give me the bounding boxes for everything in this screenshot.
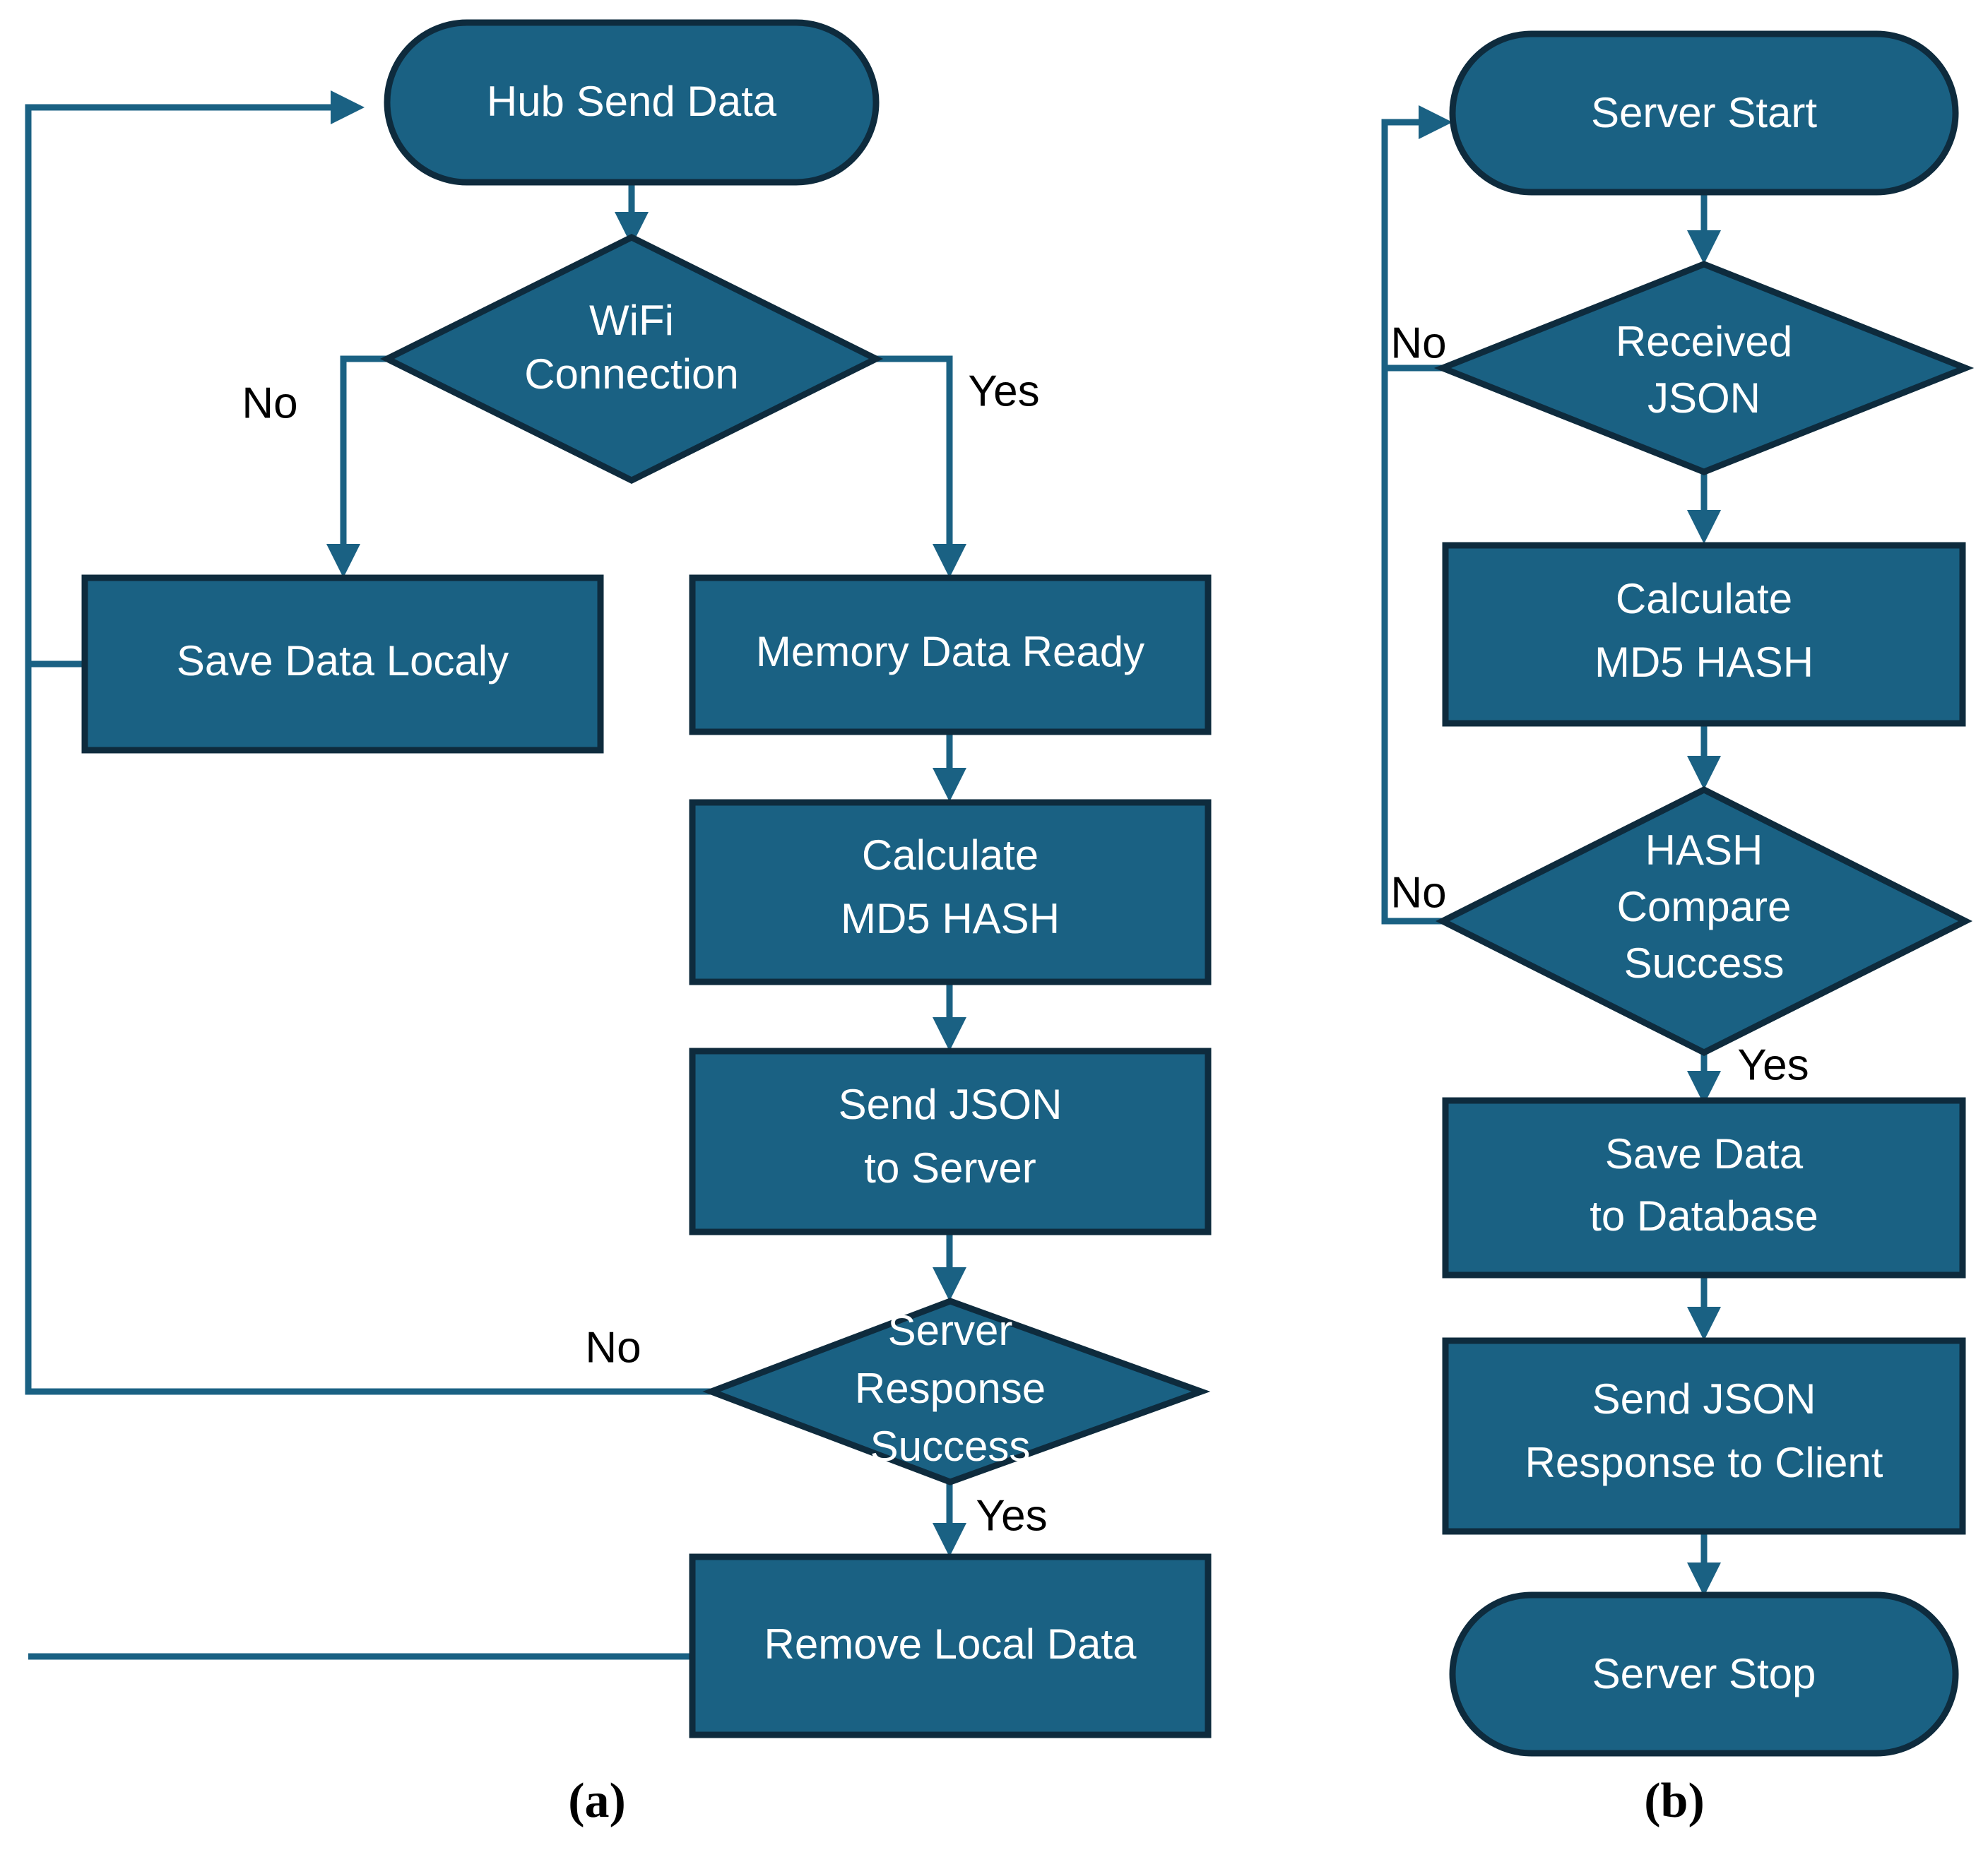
node-hash-compare-success[interactable]: HASH Compare Success bbox=[1435, 785, 1973, 1057]
edge-savedb-to-sendjson bbox=[1687, 1275, 1721, 1341]
node-label-calculate-b-line1: Calculate bbox=[1616, 575, 1792, 622]
node-label-sendjson-b-line2: Response to Client bbox=[1525, 1439, 1883, 1486]
panel-b-caption: (b) bbox=[1644, 1774, 1705, 1828]
node-server-response-success[interactable]: Server Response Success bbox=[702, 1298, 1211, 1486]
edge-hashcompare-no-loopback bbox=[1381, 368, 1443, 925]
edge-calculate-to-sendjson bbox=[933, 982, 966, 1051]
node-send-json-to-server[interactable]: Send JSON to Server bbox=[689, 1048, 1212, 1235]
node-label-calculate-b-line2: MD5 HASH bbox=[1594, 639, 1814, 686]
edge-hashcompare-yes-savedb bbox=[1687, 1053, 1721, 1105]
node-label-sendjson-a-line1: Send JSON bbox=[839, 1081, 1063, 1128]
node-server-start[interactable]: Server Start bbox=[1449, 30, 1959, 196]
node-label-calculate-a-line1: Calculate bbox=[862, 831, 1039, 879]
panel-b: back to Server Start --> back to Server … bbox=[1381, 30, 1975, 1828]
node-label-savedb-line2: to Database bbox=[1590, 1192, 1818, 1240]
edge-label-serverresponse-no: No bbox=[585, 1323, 641, 1372]
node-hub-send-data[interactable]: Hub Send Data bbox=[384, 19, 880, 186]
edge-memory-to-calculate bbox=[933, 732, 966, 802]
node-label-server-start: Server Start bbox=[1591, 89, 1817, 136]
edge-label-recvjson-no: No bbox=[1390, 319, 1446, 367]
edge-label-hashcompare-no: No bbox=[1390, 868, 1446, 917]
node-label-remove-local-data: Remove Local Data bbox=[764, 1620, 1137, 1668]
node-label-serverresponse-line3: Success bbox=[870, 1423, 1031, 1470]
node-label-recvjson-line2: JSON bbox=[1647, 374, 1761, 422]
node-label-wifi-line1: WiFi bbox=[589, 297, 674, 344]
edge-label-serverresponse-yes: Yes bbox=[976, 1491, 1047, 1540]
node-label-recvjson-line1: Received bbox=[1616, 318, 1792, 365]
edge-sendjson-to-serverstop bbox=[1687, 1531, 1721, 1596]
node-wifi-connection[interactable]: WiFi Connection bbox=[379, 233, 884, 485]
node-save-data-to-database[interactable]: Save Data to Database bbox=[1442, 1097, 1966, 1279]
node-label-save-data-localy: Save Data Localy bbox=[177, 637, 509, 684]
node-calculate-md5-b[interactable]: Calculate MD5 HASH bbox=[1442, 542, 1966, 727]
node-label-memory-data-ready: Memory Data Ready bbox=[756, 628, 1144, 675]
edge-hub-to-wifi bbox=[615, 182, 649, 246]
node-label-savedb-line1: Save Data bbox=[1605, 1130, 1804, 1178]
node-send-json-response-client[interactable]: Send JSON Response to Client bbox=[1442, 1337, 1966, 1535]
node-label-hashcompare-line3: Success bbox=[1624, 939, 1785, 987]
panel-a: Save Data Localy --> Memory Data Ready -… bbox=[25, 19, 1212, 1828]
node-memory-data-ready[interactable]: Memory Data Ready bbox=[689, 574, 1212, 735]
node-received-json[interactable]: Received JSON bbox=[1433, 261, 1975, 475]
edge-recvjson-no-loopback bbox=[1381, 105, 1452, 372]
node-label-hashcompare-line1: HASH bbox=[1645, 826, 1763, 874]
node-label-server-stop: Server Stop bbox=[1592, 1650, 1816, 1697]
edge-label-hashcompare-yes: Yes bbox=[1737, 1040, 1809, 1089]
node-label-sendjson-a-line2: to Server bbox=[864, 1144, 1036, 1192]
node-server-stop[interactable]: Server Stop bbox=[1449, 1591, 1959, 1757]
edge-serverresponse-no-loopback bbox=[25, 90, 711, 1395]
edge-serverresponse-yes-remove bbox=[933, 1482, 966, 1557]
edge-serverstart-to-recvjson bbox=[1687, 192, 1721, 264]
node-label-hashcompare-line2: Compare bbox=[1617, 883, 1792, 930]
node-label-serverresponse-line1: Server bbox=[888, 1307, 1013, 1354]
edge-label-wifi-yes: Yes bbox=[968, 367, 1039, 415]
panel-a-caption: (a) bbox=[568, 1774, 626, 1828]
node-label-wifi-line2: Connection bbox=[524, 350, 739, 398]
node-save-data-localy[interactable]: Save Data Localy bbox=[81, 574, 604, 754]
node-label-sendjson-b-line1: Send JSON bbox=[1592, 1375, 1816, 1423]
node-label-serverresponse-line2: Response bbox=[855, 1365, 1046, 1412]
node-remove-local-data[interactable]: Remove Local Data bbox=[689, 1553, 1212, 1738]
edge-recvjson-to-calculate bbox=[1687, 472, 1721, 544]
edge-sendjson-to-serverresponse bbox=[933, 1232, 966, 1301]
node-calculate-md5-a[interactable]: Calculate MD5 HASH bbox=[689, 799, 1212, 985]
edge-label-wifi-no: No bbox=[242, 379, 297, 427]
node-label-calculate-a-line2: MD5 HASH bbox=[841, 895, 1060, 942]
edge-calculate-to-hashcompare bbox=[1687, 723, 1721, 790]
node-label-hub-send-data: Hub Send Data bbox=[487, 78, 777, 125]
